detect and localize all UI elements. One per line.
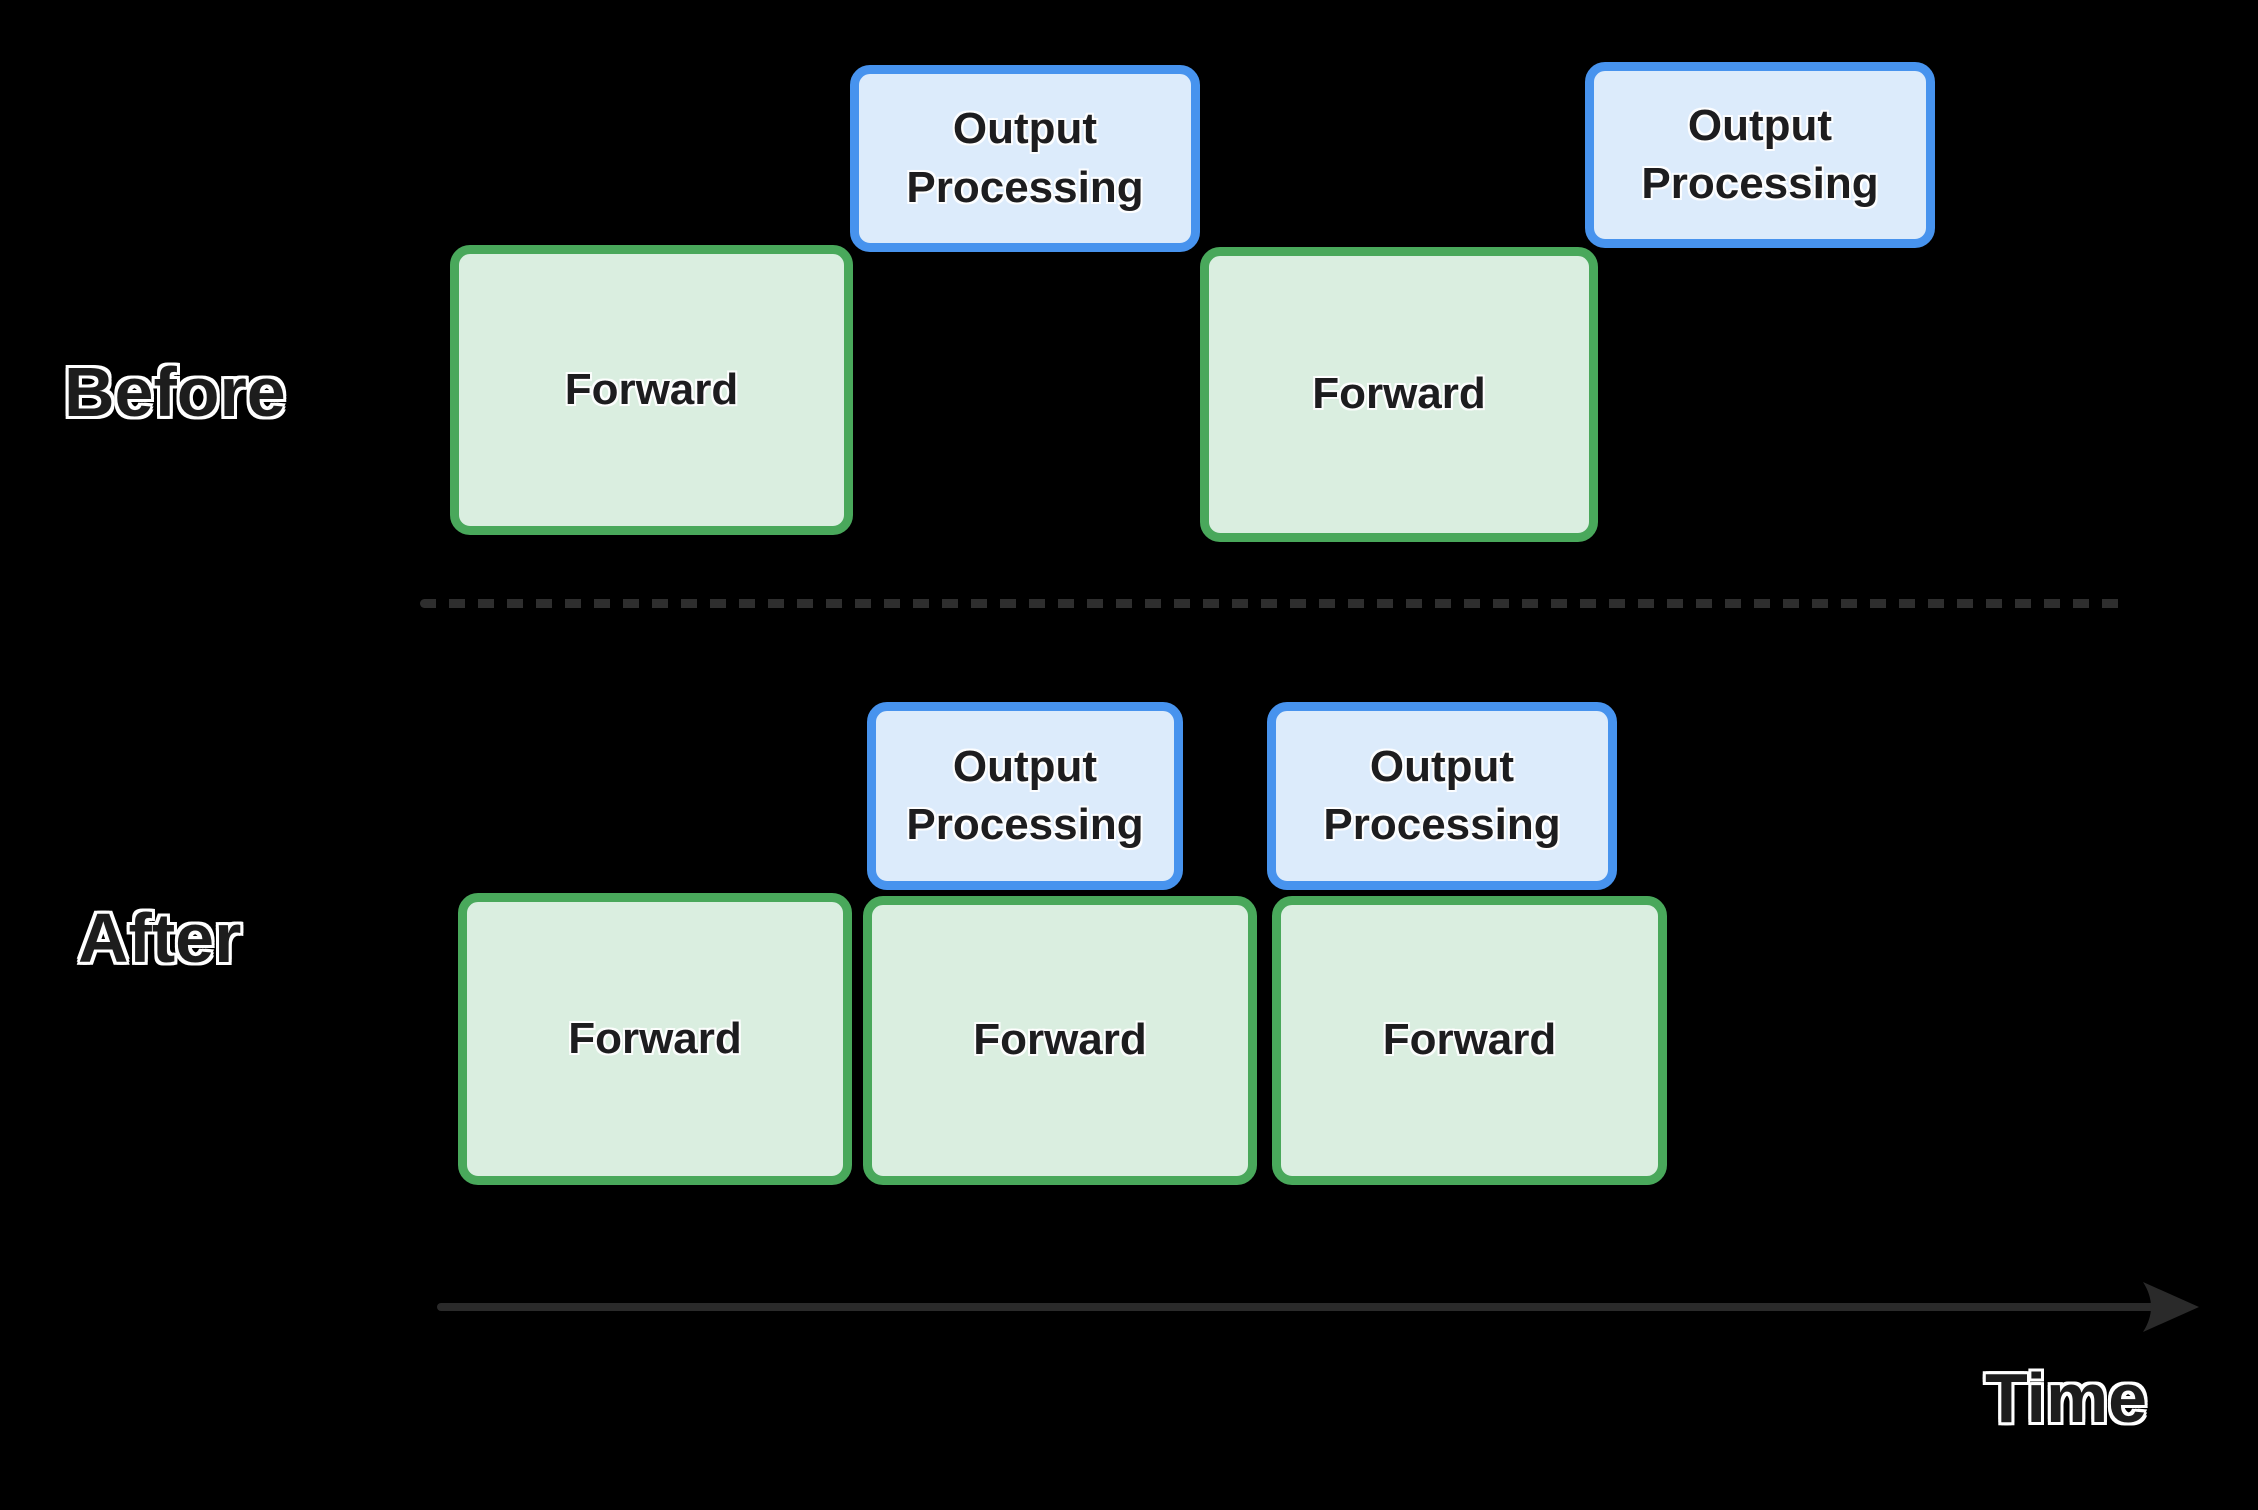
output-processing-box-label: Output Processing — [906, 104, 1144, 212]
forward-box: Forward — [450, 245, 853, 535]
output-processing-box: Output Processing — [1267, 702, 1617, 890]
forward-box: Forward — [1200, 247, 1598, 542]
forward-box-label: Forward — [568, 1013, 742, 1063]
output-processing-box-label: Output Processing — [1323, 741, 1561, 849]
forward-box: Forward — [1272, 896, 1667, 1185]
output-processing-box-label: Output Processing — [1641, 100, 1879, 208]
dashed-divider — [420, 599, 2125, 608]
time-arrow-icon — [437, 1282, 2199, 1332]
before-label: Before — [64, 353, 286, 431]
forward-box-label: Forward — [564, 364, 739, 414]
output-processing-box: Output Processing — [1585, 62, 1935, 248]
forward-box-label: Forward — [973, 1015, 1147, 1065]
forward-box: Forward — [863, 896, 1257, 1185]
output-processing-box: Output Processing — [850, 65, 1200, 252]
output-processing-box: Output Processing — [867, 702, 1183, 890]
time-label: Time — [1985, 1359, 2148, 1437]
output-processing-box-label: Output Processing — [906, 741, 1144, 849]
after-label: After — [78, 899, 242, 977]
forward-box-label: Forward — [1382, 1015, 1557, 1065]
forward-box: Forward — [458, 893, 852, 1185]
forward-box-label: Forward — [1312, 369, 1486, 419]
